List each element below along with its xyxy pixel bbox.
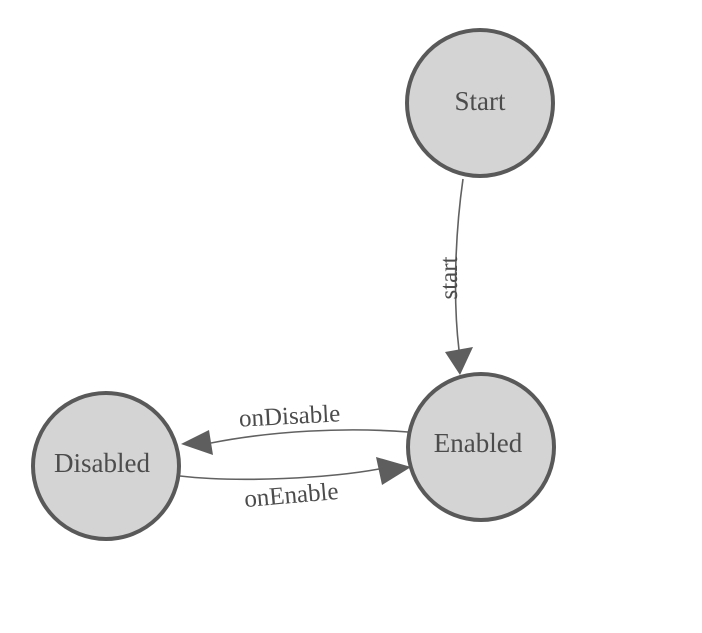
transition-start-to-enabled[interactable]: start <box>436 178 473 375</box>
arrowhead-icon <box>445 347 473 375</box>
transition-line[interactable] <box>454 178 464 351</box>
state-circle[interactable] <box>405 28 555 178</box>
state-start[interactable]: Start <box>405 28 555 178</box>
state-enabled[interactable]: Enabled <box>406 372 556 522</box>
transition-enabled-to-disabled[interactable]: onDisable <box>181 400 409 455</box>
transition-label-start: start <box>436 256 463 299</box>
transition-label-onenable: onEnable <box>243 478 339 513</box>
state-label-enabled: Enabled <box>434 428 523 458</box>
transition-line[interactable] <box>179 468 380 481</box>
state-label-start: Start <box>455 86 506 116</box>
state-circle[interactable] <box>31 391 181 541</box>
state-circle[interactable] <box>406 372 556 522</box>
transition-label-ondisable: onDisable <box>238 400 341 432</box>
arrowhead-icon <box>376 457 411 485</box>
state-disabled[interactable]: Disabled <box>31 391 181 541</box>
transition-line[interactable] <box>210 429 409 444</box>
arrowhead-icon <box>181 430 213 455</box>
transition-disabled-to-enabled[interactable]: onEnable <box>179 457 411 513</box>
state-label-disabled: Disabled <box>54 448 150 478</box>
